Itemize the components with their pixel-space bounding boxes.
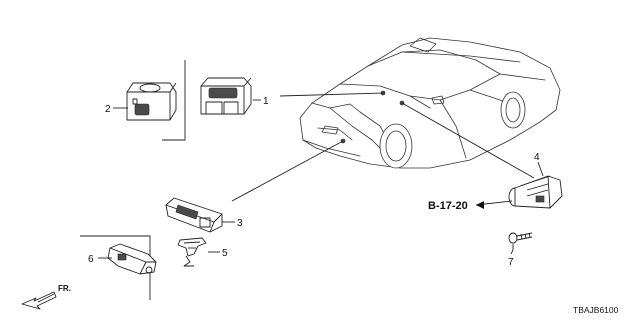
leader-lines [98, 92, 544, 259]
group-separators [80, 60, 186, 300]
callout-7[interactable]: 7 [508, 257, 514, 268]
car-illustration [299, 37, 561, 169]
diagram-code: TBAJB6100 [573, 305, 619, 315]
direction-label: FR. [58, 284, 71, 293]
callout-1[interactable]: 1 [263, 96, 269, 107]
callout-5[interactable]: 5 [222, 248, 228, 259]
callout-3[interactable]: 3 [237, 218, 243, 229]
part-1-sensor [200, 77, 252, 115]
callout-6[interactable]: 6 [88, 254, 94, 265]
part-6-bracket [107, 243, 157, 275]
part-4-sensor [508, 175, 563, 209]
part-3-sensor [165, 197, 223, 233]
callout-2[interactable]: 2 [105, 104, 111, 115]
part-7-screw [508, 232, 533, 244]
front-direction-arrow[interactable]: FR. [21, 284, 71, 310]
callout-4[interactable]: 4 [534, 152, 540, 163]
part-2-sensor [126, 82, 177, 121]
part-5-clip [177, 237, 207, 267]
reference-code[interactable]: B-17-20 [428, 200, 468, 212]
